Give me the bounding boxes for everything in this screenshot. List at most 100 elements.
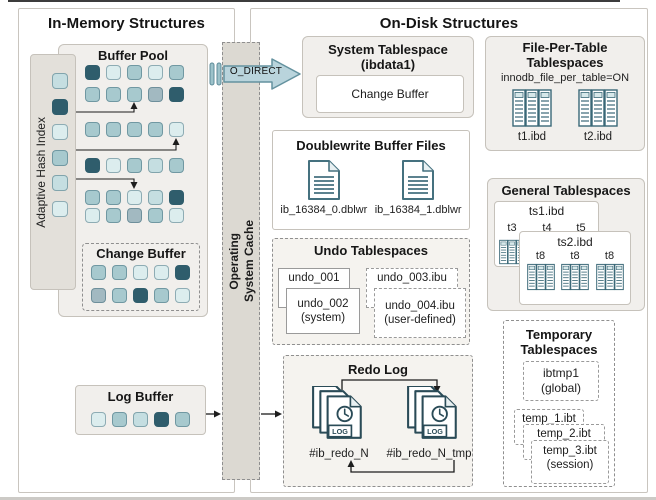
page-square xyxy=(52,175,68,191)
page-square xyxy=(169,87,184,102)
page-square xyxy=(91,288,106,303)
page-square xyxy=(154,288,169,303)
system-tablespace-subtitle: (ibdata1) xyxy=(360,56,416,72)
ts1-t3-label: t3 xyxy=(507,222,517,234)
square-row xyxy=(91,288,190,303)
page-square xyxy=(52,124,68,140)
system-tablespace-box: System Tablespace (ibdata1) Change Buffe… xyxy=(302,36,474,118)
change-buffer-title: Change Buffer xyxy=(96,246,186,261)
svg-text:LOG: LOG xyxy=(332,427,348,436)
page-square xyxy=(52,149,68,166)
page-square xyxy=(169,158,184,173)
temporary-title-line2: Tablespaces xyxy=(520,341,598,357)
page-square xyxy=(106,190,121,205)
redo-file-0-label: #ib_redo_N xyxy=(309,448,369,460)
ts2-label: ts2.ibd xyxy=(557,235,593,249)
undo-title: Undo Tablespaces xyxy=(314,243,428,258)
table-icon xyxy=(578,88,618,128)
ts1-t5-label: t5 xyxy=(576,222,586,234)
page-square xyxy=(91,265,106,280)
undo-002-sub: (system) xyxy=(300,312,346,324)
undo-004-box: undo_004.ibu (user-defined) xyxy=(374,288,466,338)
page-square xyxy=(112,265,127,280)
page-square xyxy=(127,122,142,137)
table-icon xyxy=(512,88,552,128)
undo-001-label: undo_001 xyxy=(288,272,340,284)
page-square xyxy=(112,412,127,427)
on-disk-title: On-Disk Structures xyxy=(379,15,519,32)
o-direct-arrow xyxy=(209,58,301,90)
page-square xyxy=(106,158,121,173)
ts2-t8-label: t8 xyxy=(604,250,615,262)
ts2-t8-label: t8 xyxy=(570,250,580,262)
file-per-table-title-line1: File-Per-Table xyxy=(522,40,608,55)
file-per-table-box: File-Per-Table Tablespaces innodb_file_p… xyxy=(485,36,645,151)
page-square xyxy=(85,190,100,205)
os-cache-label-line1: Operating xyxy=(226,232,241,290)
redo-file-1-label: #ib_redo_N_tmp xyxy=(386,448,472,460)
adaptive-hash-index-label: Adaptive Hash Index xyxy=(34,116,48,228)
t2-ibd-label: t2.ibd xyxy=(583,130,613,143)
document-icon xyxy=(307,159,341,201)
page-square xyxy=(175,265,190,280)
table-icon xyxy=(561,263,589,291)
page-square xyxy=(169,208,184,223)
undo-002-label: undo_002 xyxy=(297,297,349,310)
page-square xyxy=(85,65,100,80)
o-direct-label: O_DIRECT xyxy=(229,66,283,77)
adaptive-hash-index-column xyxy=(52,73,68,217)
square-row xyxy=(85,190,184,205)
page-square xyxy=(112,288,127,303)
page-square xyxy=(127,208,142,223)
page-square xyxy=(175,288,190,303)
redo-log-file-icon: LOG xyxy=(406,386,462,444)
square-row xyxy=(91,265,190,280)
page-square xyxy=(148,65,163,80)
file-per-table-title-line2: Tablespaces xyxy=(526,54,604,70)
page-square xyxy=(85,158,100,173)
doublewrite-title: Doublewrite Buffer Files xyxy=(296,138,446,153)
undo-002-box: undo_002 (system) xyxy=(286,288,360,334)
undo-003-label: undo_003.ibu xyxy=(377,272,447,284)
dblwr-file-1-label: ib_16384_1.dblwr xyxy=(374,204,462,216)
temp1-label: temp_1.ibt xyxy=(522,413,576,425)
ibtmp1-box: ibtmp1 (global) xyxy=(523,361,599,401)
page-square xyxy=(154,265,169,280)
log-buffer-grid xyxy=(91,412,190,427)
redo-log-box: Redo Log LOG LOG #ib_redo_N #ib_redo_N_t… xyxy=(283,355,473,487)
svg-text:LOG: LOG xyxy=(427,427,443,436)
buffer-pool-grid xyxy=(85,65,184,223)
redo-log-file-icon: LOG xyxy=(311,386,367,444)
undo-004-label: undo_004.ibu xyxy=(385,299,455,312)
page-square xyxy=(106,87,121,102)
square-row xyxy=(85,208,184,223)
page-square xyxy=(148,158,163,173)
file-per-table-setting: innodb_file_per_table=ON xyxy=(500,71,630,84)
square-row xyxy=(85,158,184,173)
table-icon xyxy=(595,263,624,291)
temporary-tablespaces-box: Temporary Tablespaces ibtmp1 (global) te… xyxy=(503,320,615,487)
ts1-t4-label: t4 xyxy=(542,222,552,234)
temp3-box: temp_3.ibt (session) xyxy=(531,440,609,484)
square-row xyxy=(52,73,68,217)
page-square xyxy=(127,87,142,102)
square-row xyxy=(85,87,184,102)
adaptive-hash-index-bar xyxy=(30,54,76,290)
page-square xyxy=(148,208,163,223)
page-square xyxy=(127,65,142,80)
page-square xyxy=(133,412,148,427)
square-row xyxy=(91,412,190,427)
temporary-title-line1: Temporary xyxy=(525,327,593,342)
page-square xyxy=(169,65,184,80)
temp3-sub: (session) xyxy=(546,459,594,472)
page-square xyxy=(175,412,190,427)
page-square xyxy=(133,288,148,303)
undo-004-sub: (user-defined) xyxy=(384,314,456,326)
square-row xyxy=(85,122,184,137)
page-square xyxy=(148,87,163,102)
document-icon xyxy=(401,159,435,201)
page-square xyxy=(127,158,142,173)
page-square xyxy=(169,190,184,205)
system-tablespace-change-buffer: Change Buffer xyxy=(316,75,464,113)
page-square xyxy=(133,265,148,280)
